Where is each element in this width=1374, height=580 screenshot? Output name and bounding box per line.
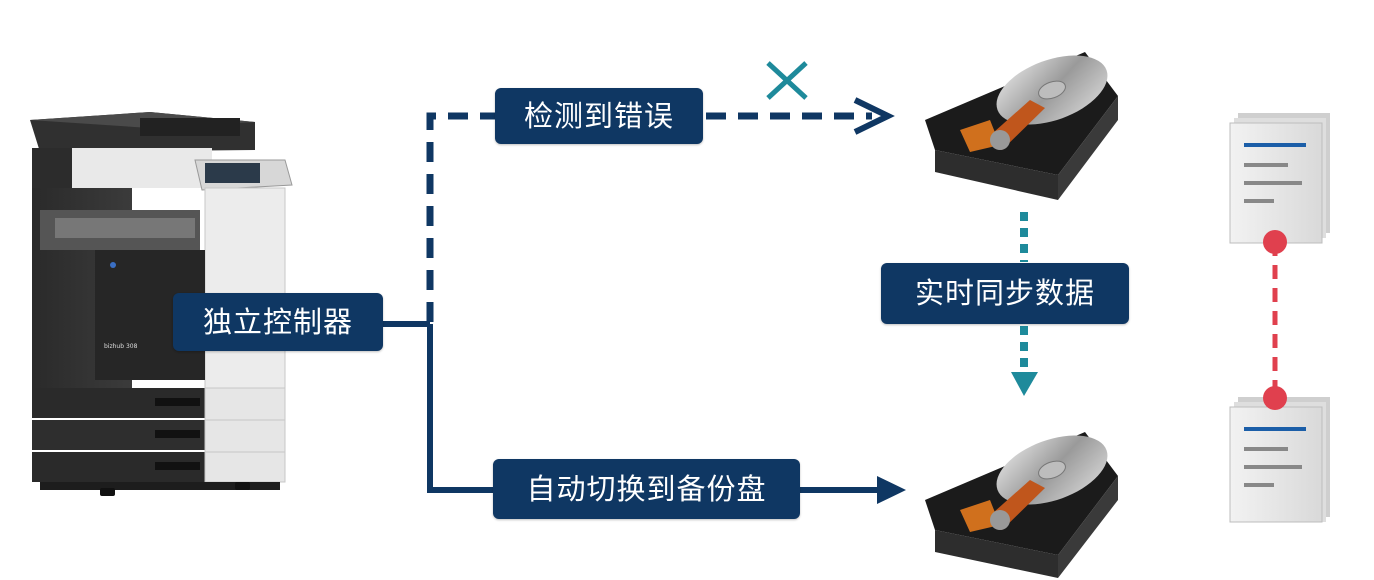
document-link-dot-top: [1263, 230, 1287, 254]
realtime-sync-label: 实时同步数据: [881, 263, 1129, 324]
document-link-dot-bottom: [1263, 386, 1287, 410]
primary-dashed-path: [426, 112, 495, 322]
controller-label: 独立控制器: [173, 293, 383, 351]
sync-arrow-head: [1011, 372, 1038, 396]
document-icon-top: [1229, 113, 1330, 244]
error-detected-label: 检测到错误: [495, 88, 703, 144]
svg-text:bizhub 308: bizhub 308: [104, 343, 138, 350]
backup-solid-path: [427, 324, 493, 493]
document-icon-bottom: [1229, 397, 1330, 523]
cross-mark-icon: [766, 61, 808, 100]
hard-disk-icon-primary: [925, 52, 1118, 200]
hard-disk-icon-backup: [925, 432, 1118, 578]
auto-switch-label: 自动切换到备份盘: [493, 459, 800, 519]
backup-arrow-head: [877, 476, 906, 504]
